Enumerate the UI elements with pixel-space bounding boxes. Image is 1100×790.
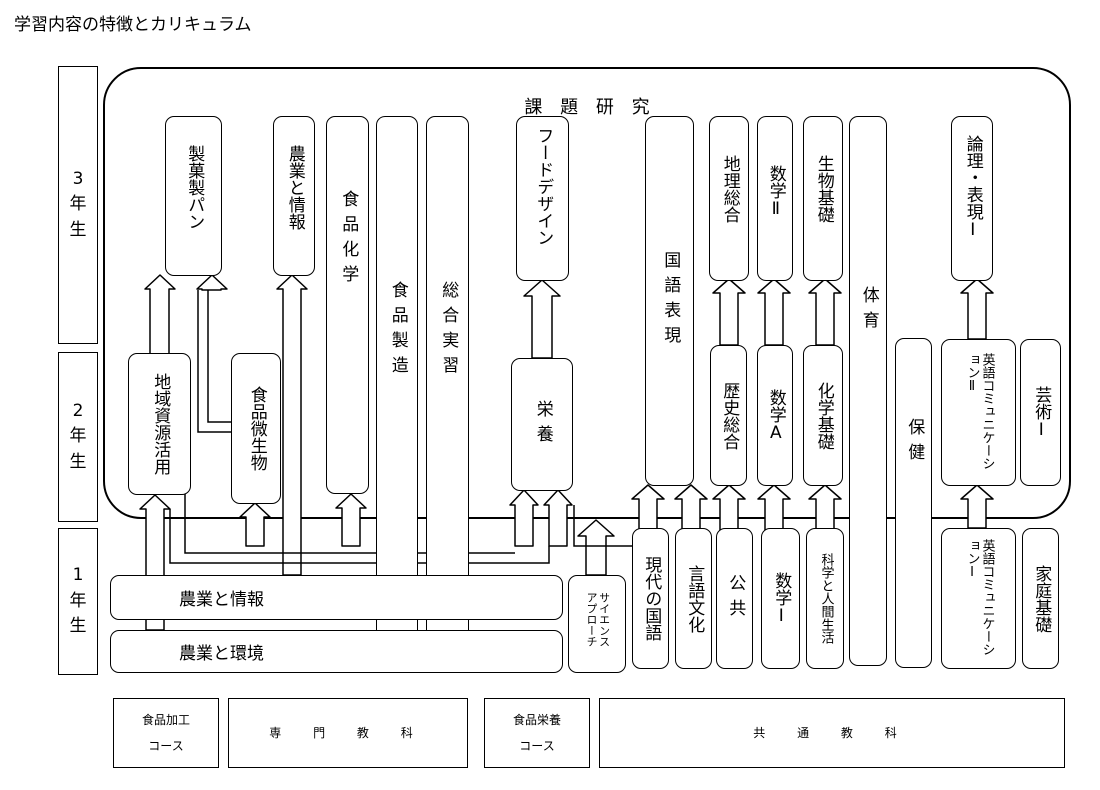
subject-nogyo-to-kankyo: 農業と環境 — [110, 630, 563, 673]
subject-kagaku-kiso: 化学基礎 — [803, 345, 843, 486]
subject-seika-seipan: 製菓製パン — [165, 116, 222, 276]
arrow-up — [960, 278, 994, 340]
legend-shokuhin-kako-course: 食品加工コース — [113, 698, 219, 768]
subject-gengo-bunka: 言語文化 — [675, 528, 712, 669]
arrow-up — [960, 484, 994, 529]
legend-senmon-kyoka: 専 門 教 科 — [228, 698, 468, 768]
subject-kagaku-to-ningen-seikatsu: 科学と人間生活 — [806, 528, 844, 669]
subject-chiri-sogo: 地理総合 — [709, 116, 749, 281]
subject-chiiki-shigen-katsuyo: 地域資源活用 — [128, 353, 191, 495]
arrow-up — [631, 484, 665, 531]
subject-shokuhin-biseibutsu: 食品微生物 — [231, 353, 281, 504]
kadai-kenkyu-frame — [103, 67, 1071, 519]
arrow-up — [712, 278, 746, 346]
subject-gendai-no-kokugo: 現代の国語 — [632, 528, 669, 669]
subject-food-design: フードデザイン — [516, 116, 569, 281]
subject-katei-kiso: 家庭基礎 — [1022, 528, 1059, 669]
subject-eiyo: 栄養 — [511, 358, 573, 491]
arrow-up — [543, 489, 573, 547]
subject-sugaku-2: 数学Ⅱ — [757, 116, 793, 281]
page-title: 学習内容の特徴とカリキュラム — [14, 15, 252, 35]
subject-kokyo: 公共 — [716, 528, 753, 669]
arrow-up — [239, 502, 271, 547]
year-1-label: 1 年 生 — [58, 528, 98, 675]
kadai-kenkyu-label: 課 題 研 究 — [524, 97, 656, 118]
subject-ronri-hyogen: 論理・表現Ⅰ — [951, 116, 993, 281]
arrow-up — [808, 278, 842, 346]
subject-shokuhin-seizo: 食品製造 — [376, 116, 418, 666]
arrow-up — [196, 274, 228, 291]
subject-nogyo-to-joho-y3: 農業と情報 — [273, 116, 315, 276]
arrow-up — [523, 279, 561, 359]
subject-sogo-jisshu: 総合実習 — [426, 116, 469, 666]
subject-eigo-communication-2: 英語コミュニケーションⅡ — [941, 339, 1016, 486]
subject-seibutsu-kiso: 生物基礎 — [803, 116, 843, 281]
arrow-up — [757, 278, 791, 346]
arrow-up — [712, 484, 746, 531]
subject-taiiku: 体育 — [849, 116, 887, 666]
subject-sugaku-a: 数学A — [757, 345, 793, 486]
subject-sugaku-1: 数学Ⅰ — [761, 528, 800, 669]
subject-shokuhin-kagaku: 食品化学 — [326, 116, 369, 494]
arrow-up — [808, 484, 842, 531]
legend-shokuhin-eiyo-course: 食品栄養コース — [484, 698, 590, 768]
arrow-up — [144, 274, 176, 356]
subject-rekishi-sogo: 歴史総合 — [710, 345, 747, 486]
legend-kyotsu-kyoka: 共 通 教 科 — [599, 698, 1065, 768]
arrow-up — [335, 493, 367, 547]
subject-eigo-communication-1: 英語コミュニケーションⅠ — [941, 528, 1016, 669]
arrow-up — [757, 484, 791, 531]
arrow-up — [509, 489, 539, 547]
year-3-label: 3 年 生 — [58, 66, 98, 344]
arrow-up — [276, 274, 308, 576]
subject-science-approach: サイエンスアプローチ — [568, 575, 626, 673]
subject-geijutsu-1: 芸術Ⅰ — [1020, 339, 1061, 486]
subject-hoken: 保健 — [895, 338, 932, 668]
subject-nogyo-to-joho-y1: 農業と情報 — [110, 575, 563, 620]
arrow-up — [674, 484, 708, 531]
year-2-label: 2 年 生 — [58, 352, 98, 522]
subject-kokugo-hyogen: 国語表現 — [645, 116, 694, 486]
arrow-up — [577, 519, 615, 576]
